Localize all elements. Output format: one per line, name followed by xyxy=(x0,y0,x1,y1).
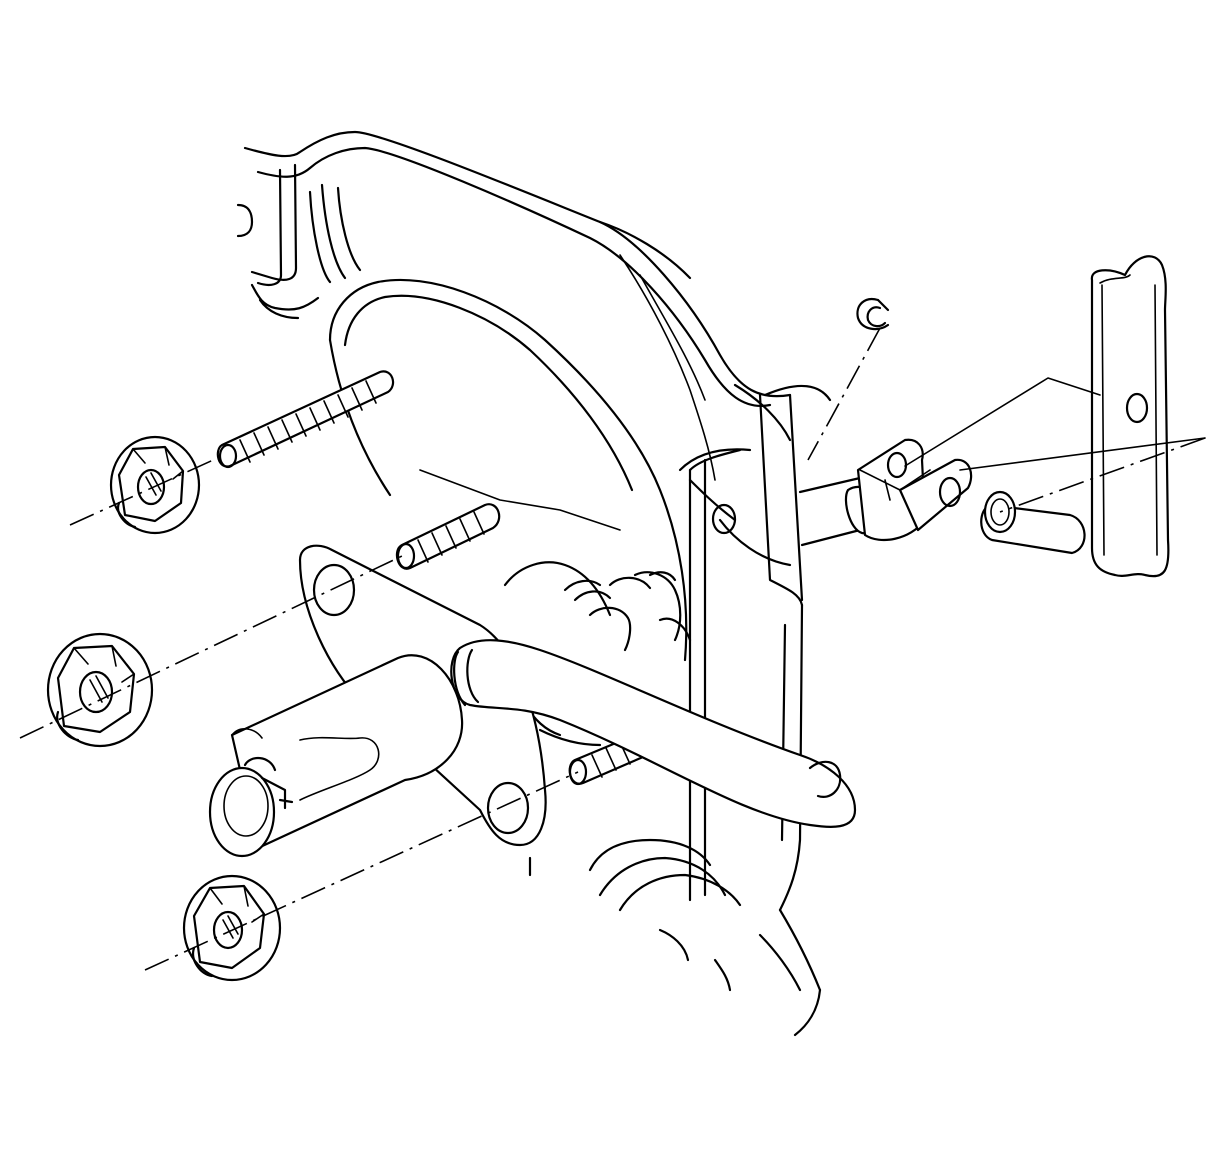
mounting-stud-middle xyxy=(397,504,499,568)
alignment-lines xyxy=(20,328,1205,970)
brake-pedal-arm xyxy=(1092,256,1169,576)
pushrod-assembly xyxy=(800,440,971,545)
retaining-clip xyxy=(857,299,888,329)
vacuum-hose xyxy=(451,640,855,827)
firewall-panel xyxy=(238,132,830,1035)
flange-nut-middle xyxy=(48,634,152,746)
clevis-pin xyxy=(981,492,1084,553)
flange-nut-upper xyxy=(111,437,199,533)
mounting-stud-upper xyxy=(218,371,393,467)
flange-nut-lower xyxy=(184,876,280,980)
master-cylinder xyxy=(210,655,462,856)
brake-booster xyxy=(330,280,690,875)
